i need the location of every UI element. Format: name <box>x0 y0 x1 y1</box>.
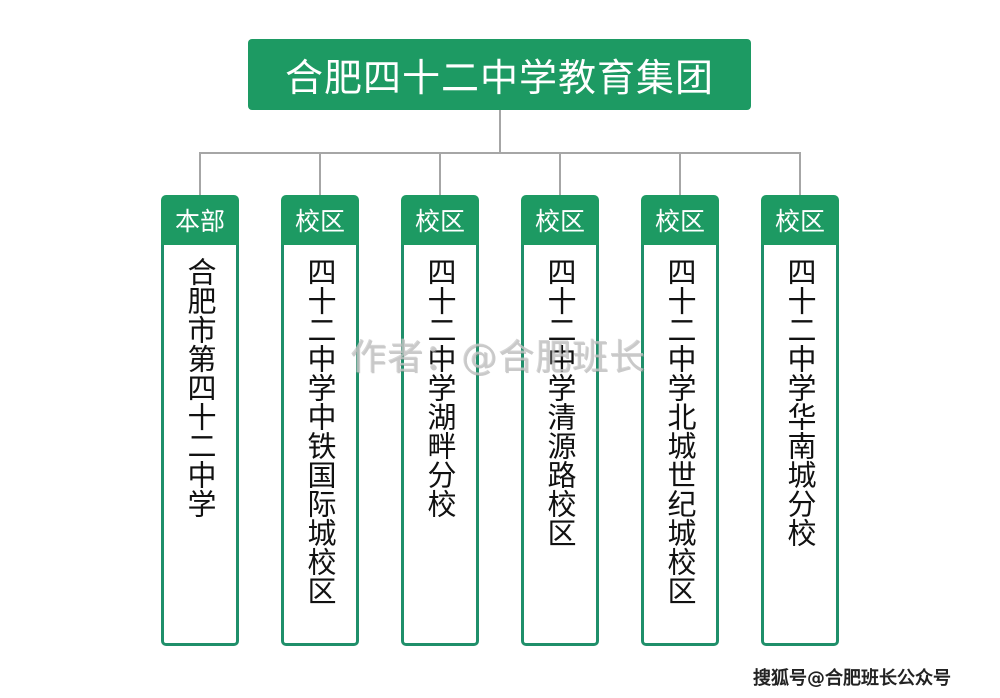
node-campus-huanancheng: 校区 四十二中学华南城分校 <box>761 195 839 649</box>
source-credit: 搜狐号@合肥班长公众号 <box>753 668 951 689</box>
node-label: 四十二中学湖畔分校 <box>423 257 457 518</box>
node-body: 四十二中学湖畔分校 <box>401 245 479 646</box>
node-label: 四十二中学华南城分校 <box>783 257 817 547</box>
author-watermark: 作者：@合肥班长 <box>350 337 647 378</box>
node-label: 合肥市第四十二中学 <box>183 257 217 518</box>
node-body: 四十二中学中铁国际城校区 <box>281 245 359 646</box>
branch-connector-4 <box>559 152 561 195</box>
node-body: 合肥市第四十二中学 <box>161 245 239 646</box>
branch-connector-6 <box>799 152 801 195</box>
node-header: 校区 <box>401 195 479 245</box>
branch-connector-3 <box>439 152 441 195</box>
trunk-connector <box>499 110 501 154</box>
branch-connector-1 <box>199 152 201 195</box>
node-label: 四十二中学中铁国际城校区 <box>303 257 337 605</box>
node-headquarters: 本部 合肥市第四十二中学 <box>161 195 239 649</box>
horizontal-connector <box>199 152 801 154</box>
node-header: 校区 <box>761 195 839 245</box>
node-body: 四十二中学清源路校区 <box>521 245 599 646</box>
node-label: 四十二中学清源路校区 <box>543 257 577 547</box>
node-header: 本部 <box>161 195 239 245</box>
node-header: 校区 <box>281 195 359 245</box>
node-body: 四十二中学北城世纪城校区 <box>641 245 719 646</box>
node-campus-zhongtie: 校区 四十二中学中铁国际城校区 <box>281 195 359 649</box>
node-body: 四十二中学华南城分校 <box>761 245 839 646</box>
node-campus-hupan: 校区 四十二中学湖畔分校 <box>401 195 479 649</box>
root-node-title: 合肥四十二中学教育集团 <box>248 39 751 110</box>
node-header: 校区 <box>521 195 599 245</box>
node-campus-beicheng: 校区 四十二中学北城世纪城校区 <box>641 195 719 649</box>
node-header: 校区 <box>641 195 719 245</box>
branch-connector-5 <box>679 152 681 195</box>
branch-connector-2 <box>319 152 321 195</box>
node-campus-qingyuan: 校区 四十二中学清源路校区 <box>521 195 599 649</box>
node-label: 四十二中学北城世纪城校区 <box>663 257 697 605</box>
